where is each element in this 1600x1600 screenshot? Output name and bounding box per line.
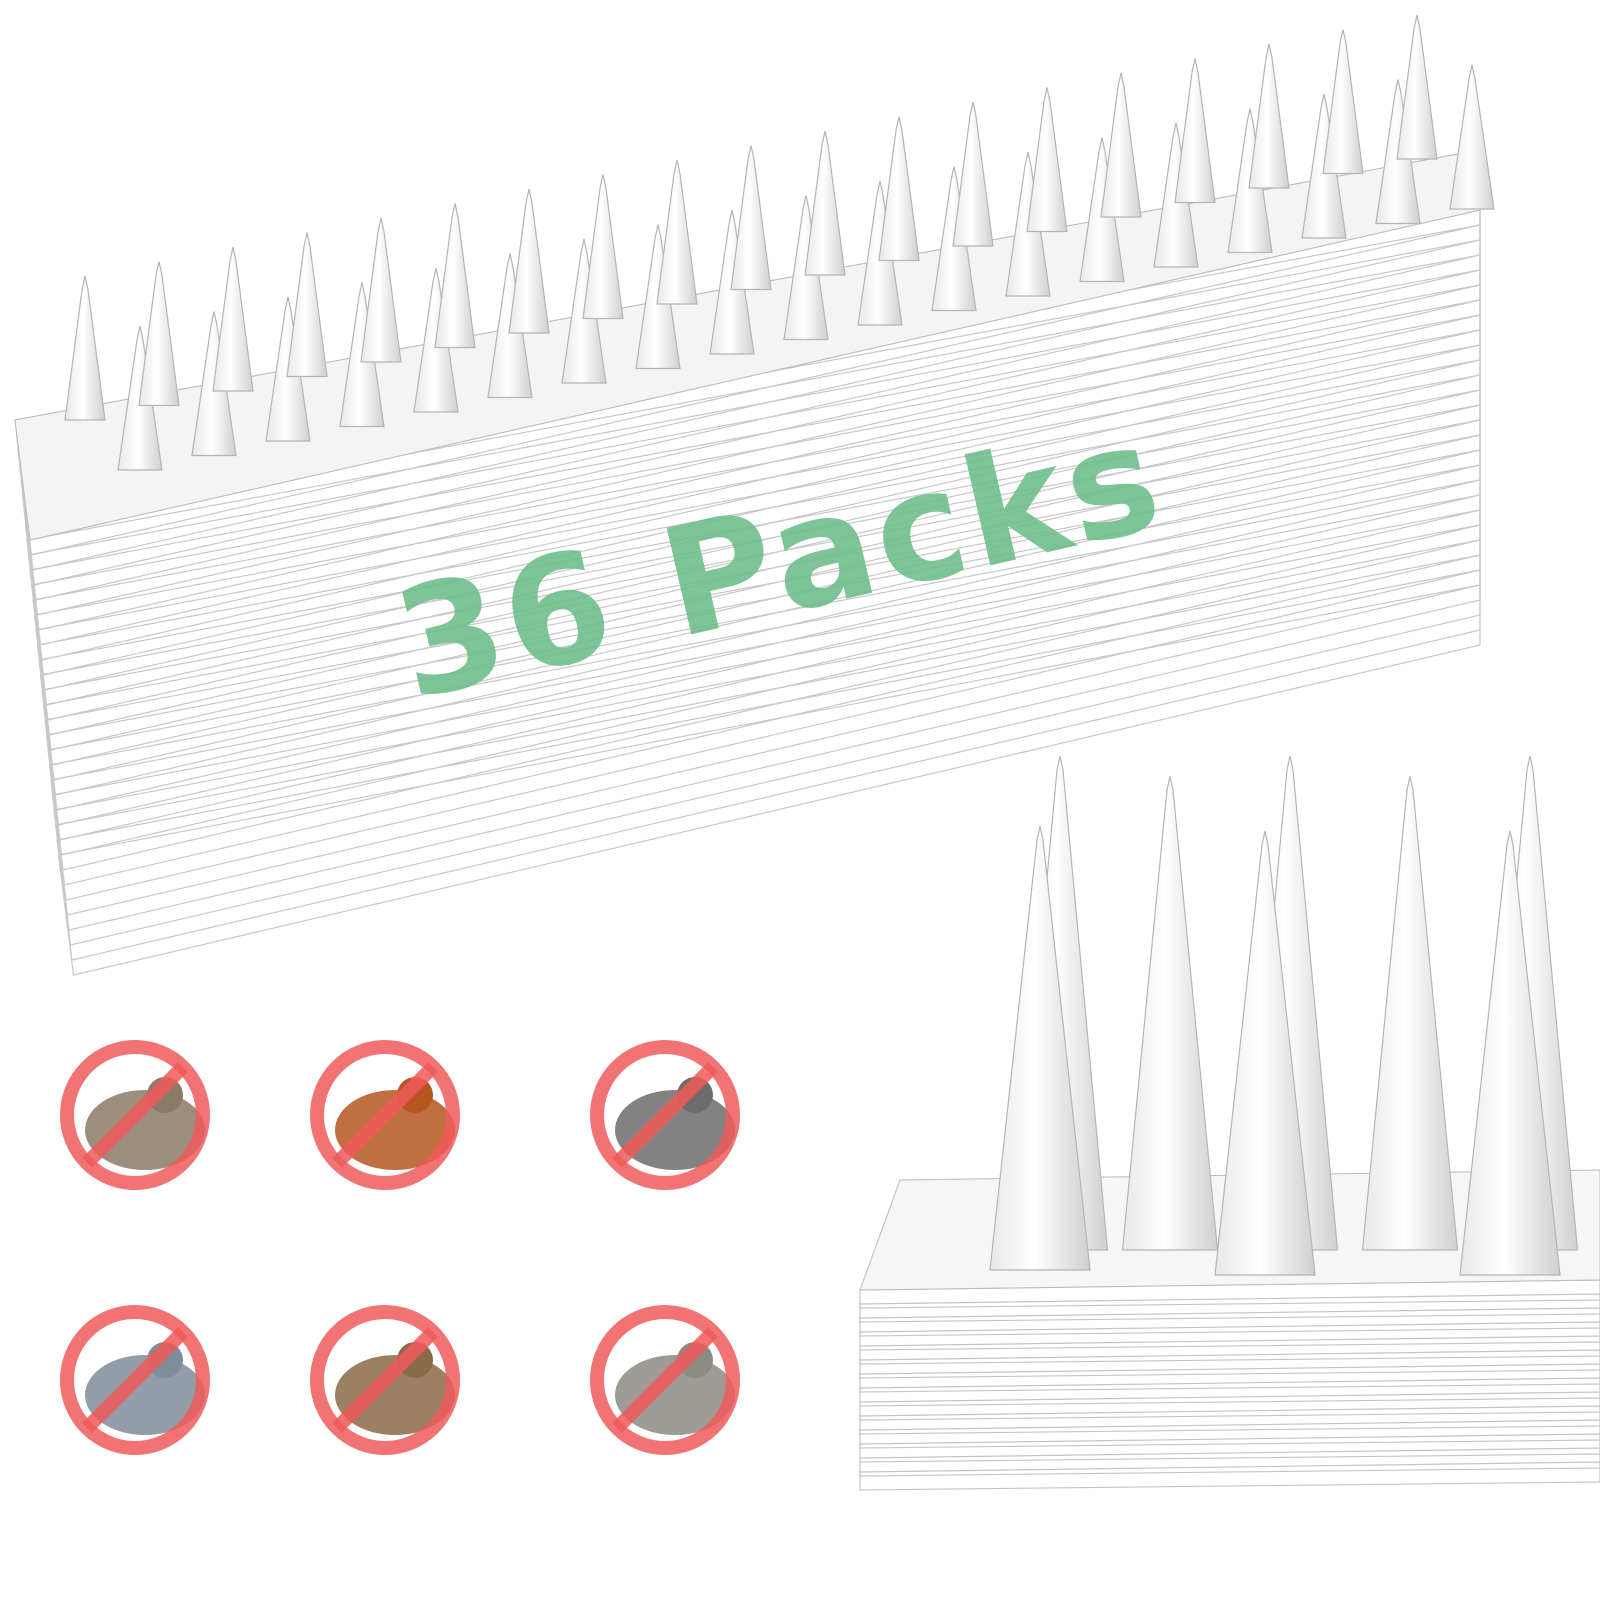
pigeon-icon (60, 1305, 210, 1455)
spike (434, 203, 476, 349)
spike (1322, 29, 1364, 175)
closeup-layer (859, 1447, 1600, 1477)
animal-body (615, 1090, 735, 1170)
prohibition-circle-icon (310, 1040, 460, 1190)
prohibition-circle-icon (60, 1305, 210, 1455)
spike (508, 188, 550, 334)
closeup-layer (859, 1391, 1600, 1421)
prohibition-circle-icon (590, 1305, 740, 1455)
prohibition-slash-icon (332, 1062, 438, 1168)
closeup-layer (859, 1307, 1600, 1337)
prohibition-slash-icon (612, 1062, 718, 1168)
spike (1100, 72, 1142, 218)
prohibition-circle-icon (590, 1040, 740, 1190)
closeup-layer (859, 1321, 1600, 1351)
closeup-layer (859, 1377, 1600, 1407)
spike (1174, 58, 1216, 204)
sparrow-icon (310, 1305, 460, 1455)
closeup-layer (859, 1349, 1600, 1379)
spike (1449, 64, 1495, 210)
spike (582, 174, 624, 320)
closeup-spike (1459, 830, 1561, 1276)
prohibition-circle-icon (60, 1040, 210, 1190)
animal-prohibition-signs (60, 1040, 740, 1455)
spike (1396, 14, 1438, 160)
raccoon-icon (590, 1040, 740, 1190)
spike (212, 246, 254, 392)
animal-body (85, 1090, 205, 1170)
hedgehog-icon (60, 1040, 210, 1190)
spike (138, 261, 180, 407)
prohibition-slash-icon (82, 1327, 188, 1433)
prohibition-slash-icon (612, 1327, 718, 1433)
closeup-layer (859, 1363, 1600, 1393)
spike (656, 159, 698, 305)
closeup-layer (859, 1405, 1600, 1435)
prohibition-slash-icon (82, 1062, 188, 1168)
closeup-layer (859, 1433, 1600, 1463)
closeup-spike (989, 825, 1091, 1271)
spike (952, 101, 994, 247)
cat-icon (590, 1305, 740, 1455)
closeup-spike (1121, 775, 1219, 1251)
spike (1026, 87, 1068, 233)
closeup-spike (1214, 830, 1316, 1276)
closeup-spike (1361, 775, 1459, 1251)
animal-body (85, 1355, 205, 1435)
squirrel-icon (310, 1040, 460, 1190)
strip-layer (57, 584, 1481, 976)
spike (804, 130, 846, 276)
animal-body (615, 1355, 735, 1435)
spike-row (64, 14, 1495, 471)
closeup-layer (859, 1419, 1600, 1449)
closeup-layer (859, 1335, 1600, 1365)
spike (64, 275, 106, 421)
closeup-layer (859, 1461, 1600, 1491)
spike-closeup (859, 755, 1600, 1491)
spike (730, 145, 772, 291)
animal-body (335, 1090, 455, 1170)
spike (878, 116, 920, 262)
prohibition-slash-icon (332, 1327, 438, 1433)
spike (1248, 43, 1290, 189)
spike (360, 217, 402, 363)
animal-body (335, 1355, 455, 1435)
prohibition-circle-icon (310, 1305, 460, 1455)
spike (286, 232, 328, 378)
closeup-layer (859, 1293, 1600, 1323)
